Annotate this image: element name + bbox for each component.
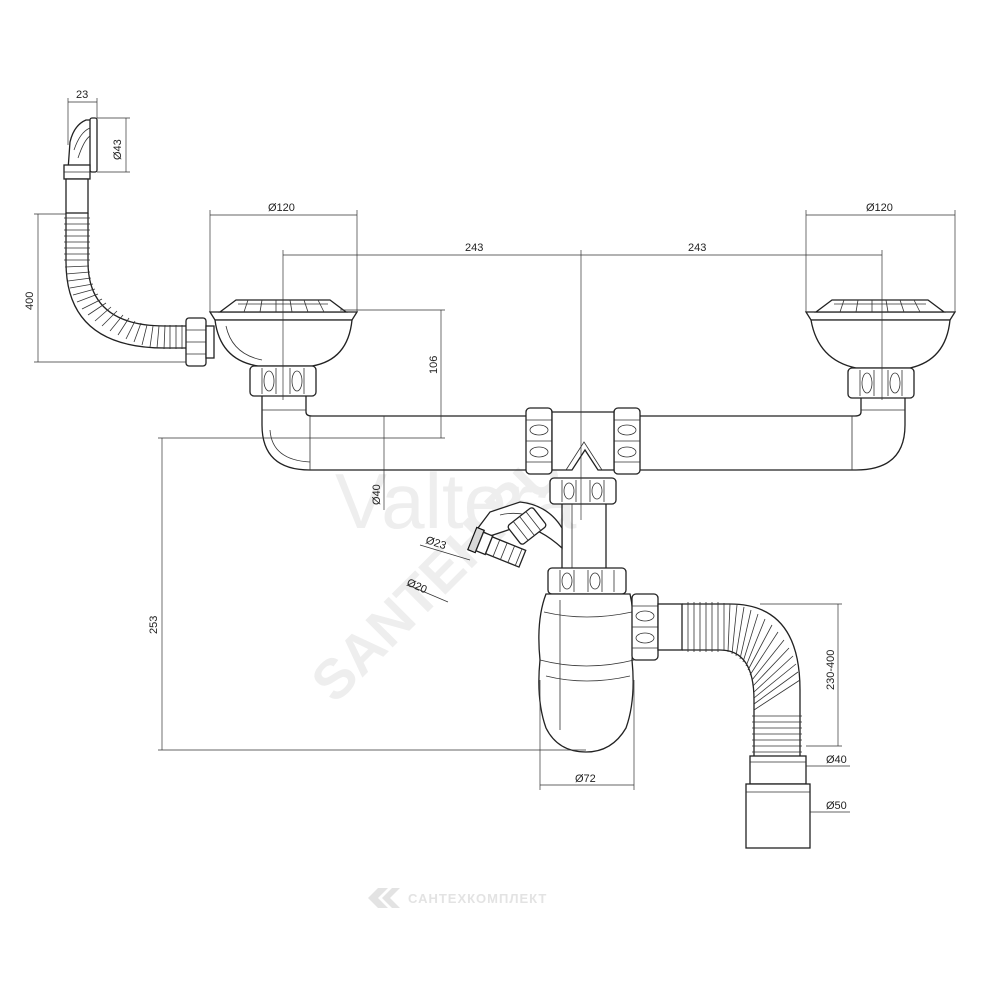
dim-drop-height: 106 [428,356,440,374]
dim-outlet-diameter-2: Ø50 [826,800,847,812]
right-drain-pipe [636,398,906,471]
dim-overflow-diameter: Ø43 [112,139,124,160]
dim-spacing-right: 243 [688,242,706,254]
overflow-hose [64,213,215,367]
dim-total-height: 253 [148,616,160,634]
dim-left-bowl-diameter: Ø120 [268,202,295,214]
dim-overflow-hose-length: 400 [24,292,36,310]
dim-hose-length-range: 230-400 [825,650,837,690]
left-strainer [208,299,359,397]
dim-spacing-left: 243 [465,242,483,254]
logo-mark-icon [368,888,400,908]
dim-pipe-diameter: Ø40 [371,484,383,505]
dimension-lines [34,98,956,813]
right-strainer [804,299,957,399]
bottle-siphon [538,567,683,753]
footer-watermark: САНТЕХКОМПЛЕКТ [408,891,547,906]
left-drain-pipe [261,396,532,471]
footer-logo: САНТЕХКОМПЛЕКТ [368,888,547,908]
center-tee [525,407,641,505]
overflow-head [63,117,98,214]
dim-right-bowl-diameter: Ø120 [866,202,893,214]
side-inlet [467,501,563,568]
dim-overflow-width: 23 [76,89,88,101]
outlet-hose [682,602,811,849]
dim-outlet-diameter-1: Ø40 [826,754,847,766]
dim-siphon-diameter: Ø72 [575,773,596,785]
